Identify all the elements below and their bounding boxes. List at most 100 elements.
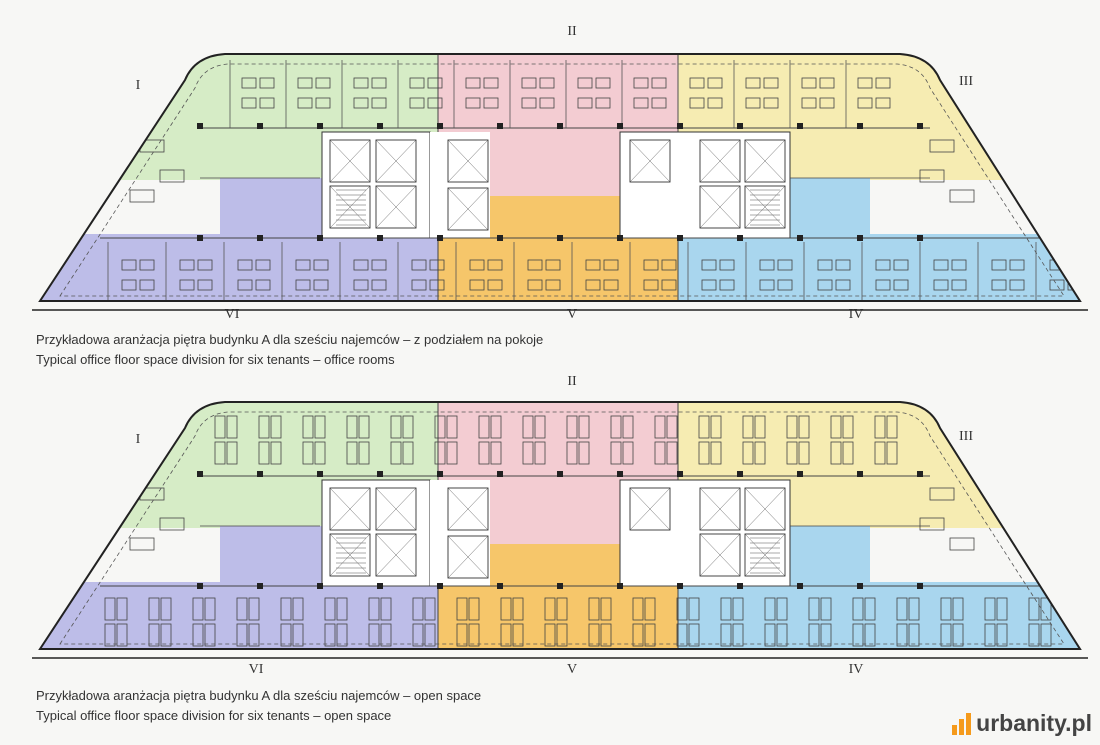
column <box>917 583 923 589</box>
desk <box>777 279 793 291</box>
desk-cluster <box>622 441 634 465</box>
column <box>377 123 383 129</box>
desk-cluster <box>380 623 392 647</box>
desk-cluster <box>820 597 832 621</box>
desk-cluster <box>610 441 622 465</box>
desk <box>857 97 873 109</box>
desk <box>707 77 723 89</box>
desk <box>661 279 677 291</box>
desk <box>315 97 331 109</box>
meeting-table <box>949 189 975 203</box>
desk <box>371 97 387 109</box>
desk <box>707 97 723 109</box>
caption-open-space: Przykładowa aranżacja piętra budynku A d… <box>36 686 481 726</box>
column <box>197 123 203 129</box>
desk-cluster <box>984 597 996 621</box>
floor-plan-drawing <box>32 53 1088 311</box>
elevator-cross <box>629 487 671 531</box>
desk <box>643 259 659 271</box>
elevator-shaft <box>699 139 741 183</box>
column <box>617 235 623 241</box>
elevator-cross <box>375 487 417 531</box>
desk-cluster <box>258 415 270 439</box>
desk-cluster <box>478 415 490 439</box>
desk-cluster <box>204 597 216 621</box>
desk <box>1049 279 1065 291</box>
desk <box>429 279 445 291</box>
desk-cluster <box>226 415 238 439</box>
desk <box>577 77 593 89</box>
desk <box>295 259 311 271</box>
elevator-cross <box>447 139 489 183</box>
desk-cluster <box>148 597 160 621</box>
desk <box>259 77 275 89</box>
column <box>497 123 503 129</box>
desk <box>661 259 677 271</box>
elevator-shaft <box>375 139 417 183</box>
elevator-shaft <box>375 533 417 577</box>
desk-cluster <box>314 441 326 465</box>
elevator-cross <box>699 139 741 183</box>
caption-polish: Przykładowa aranżacja piętra budynku A d… <box>36 688 482 703</box>
column <box>317 235 323 241</box>
desk <box>121 259 137 271</box>
elevator-shaft <box>329 139 371 183</box>
desk-cluster <box>710 441 722 465</box>
desk-cluster <box>874 441 886 465</box>
desk <box>893 279 909 291</box>
zone-label-i: I <box>135 78 141 93</box>
elevator-cross <box>744 185 786 229</box>
meeting-table <box>159 517 185 531</box>
column <box>737 123 743 129</box>
desk <box>371 77 387 89</box>
desk <box>875 77 891 89</box>
desk <box>121 279 137 291</box>
meeting-table <box>129 537 155 551</box>
desk-cluster <box>500 597 512 621</box>
desk-cluster <box>390 441 402 465</box>
column <box>437 471 443 477</box>
zone-label-iii: III <box>959 429 973 444</box>
desk-cluster <box>578 415 590 439</box>
column <box>377 583 383 589</box>
desk <box>745 97 761 109</box>
desk-cluster <box>160 623 172 647</box>
desk-cluster <box>424 623 436 647</box>
desk-cluster <box>522 415 534 439</box>
desk <box>179 259 195 271</box>
column <box>857 235 863 241</box>
desk <box>875 97 891 109</box>
column <box>437 583 443 589</box>
desk-cluster <box>104 623 116 647</box>
elevator-shaft <box>744 139 786 183</box>
desk-cluster <box>456 623 468 647</box>
zone-label-iv: IV <box>848 307 864 322</box>
desk-cluster <box>896 597 908 621</box>
tenant-zones <box>40 402 1080 649</box>
desk <box>545 279 561 291</box>
desk <box>603 279 619 291</box>
desk-cluster <box>534 441 546 465</box>
desk-cluster <box>1040 597 1052 621</box>
desk <box>139 279 155 291</box>
desk <box>313 279 329 291</box>
desk <box>527 279 543 291</box>
column <box>377 471 383 477</box>
zone-fill-vi <box>40 582 438 649</box>
elevator-cross <box>744 487 786 531</box>
desk <box>539 97 555 109</box>
desk-cluster <box>688 623 700 647</box>
desk-cluster <box>852 623 864 647</box>
zone-label-vi: VI <box>248 662 264 677</box>
desk-cluster <box>192 623 204 647</box>
desk-cluster <box>434 415 446 439</box>
desk <box>297 77 313 89</box>
floor-plan-open-space <box>0 368 1100 688</box>
desk <box>585 279 601 291</box>
caption-rooms: Przykładowa aranżacja piętra budynku A d… <box>36 330 543 370</box>
desk <box>521 77 537 89</box>
desk-cluster <box>270 415 282 439</box>
desk <box>857 77 873 89</box>
desk-cluster <box>148 623 160 647</box>
desk-cluster <box>468 597 480 621</box>
